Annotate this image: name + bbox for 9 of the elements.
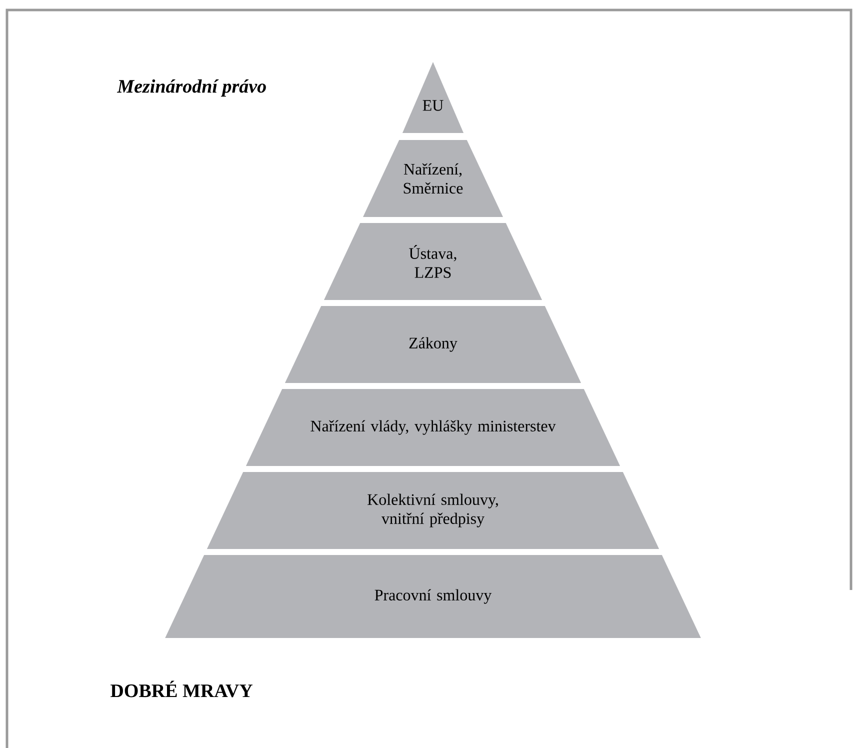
heading: Mezinárodní právo: [116, 79, 266, 97]
heading: DOBRÉ MRAVY: [110, 680, 253, 698]
pyramid-layer: Pracovní smlouvy: [165, 555, 701, 638]
pyramid-layer: EU: [402, 62, 464, 133]
pyramid-layer: Zákony: [284, 306, 582, 383]
pyramid-layer: Nařízení vlády, vyhlášky ministerstev: [246, 389, 620, 466]
pyramid-layer: Ústava, LZPS: [324, 223, 542, 300]
pyramid-layer: Nařízení, Směrnice: [362, 140, 504, 217]
pyramid-layer: Kolektivní smlouvy, vnitřní předpisy: [206, 472, 660, 549]
